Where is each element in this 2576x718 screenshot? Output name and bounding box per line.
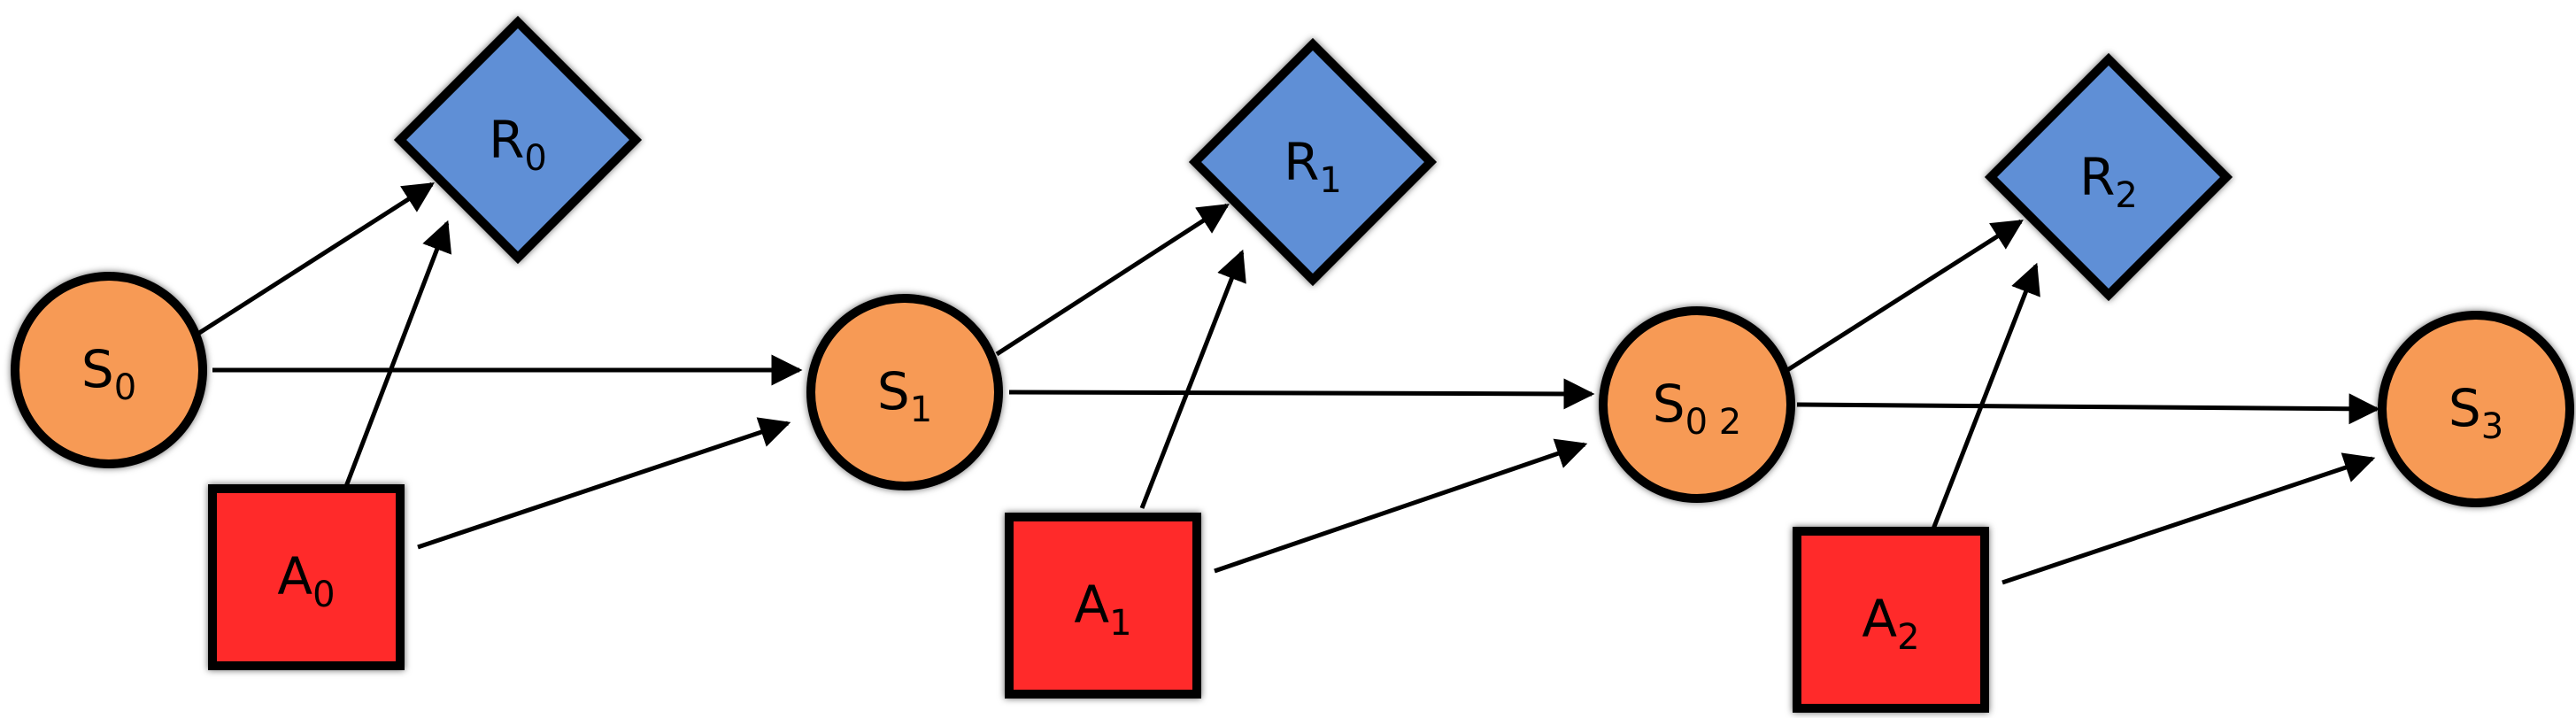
reward-node-r0: R0 <box>393 15 643 265</box>
svg-text:A0: A0 <box>277 546 335 615</box>
edges <box>195 181 2380 585</box>
node-a0-base: A <box>277 546 312 606</box>
node-s3-sub: 3 <box>2481 406 2503 447</box>
node-s0-sub: 0 <box>114 367 136 408</box>
node-s1-sub: 1 <box>910 390 932 430</box>
state-circle <box>806 294 1003 490</box>
state-node-s3: S3 <box>2378 311 2574 507</box>
state-node-s0: S0 <box>11 272 207 468</box>
reward-diamond <box>393 15 643 265</box>
svg-text:A2: A2 <box>1862 589 1919 658</box>
action-square <box>1793 527 1989 713</box>
action-node-a2: A2 <box>1793 527 1989 713</box>
node-r2-sub: 2 <box>2115 175 2137 216</box>
edge-a2-r2 <box>1930 262 2040 532</box>
node-r0-sub: 0 <box>524 138 546 179</box>
node-a2-base: A <box>1862 589 1897 649</box>
node-s2-base: S <box>1653 374 1685 434</box>
svg-text:S1: S1 <box>877 361 932 430</box>
state-node-s1: S1 <box>806 294 1003 490</box>
state-circle <box>1599 306 1795 503</box>
node-a2-sub: 2 <box>1897 617 1919 658</box>
reward-diamond <box>1984 52 2233 302</box>
svg-text:R1: R1 <box>1284 132 1342 201</box>
svg-text:S3: S3 <box>2449 378 2503 447</box>
node-a1-sub: 1 <box>1109 603 1131 644</box>
action-square <box>208 484 405 670</box>
svg-text:S0 2: S0 2 <box>1653 374 1741 443</box>
edge-s1-s2 <box>1008 378 1595 410</box>
node-r0-base: R <box>489 110 524 170</box>
edge-s1-r1 <box>995 203 1230 357</box>
node-r2-base: R <box>2079 147 2115 207</box>
edge-a2-s3 <box>2001 452 2376 585</box>
edge-a0-r0 <box>343 220 452 490</box>
action-node-a0: A0 <box>208 484 405 670</box>
state-node-s2: S0 2 <box>1599 306 1795 503</box>
node-s0-base: S <box>81 339 114 399</box>
node-a0-sub: 0 <box>312 575 335 615</box>
svg-text:A1: A1 <box>1074 575 1131 644</box>
svg-text:R0: R0 <box>489 110 547 179</box>
edge-s2-s3 <box>1796 393 2380 425</box>
svg-text:S0: S0 <box>81 339 136 408</box>
node-s1-base: S <box>877 361 910 421</box>
node-r1-base: R <box>1284 132 1319 192</box>
reward-node-r1: R1 <box>1188 37 1438 287</box>
edge-a1-r1 <box>1139 249 1246 509</box>
state-circle <box>11 272 207 468</box>
edge-a1-s2 <box>1214 438 1588 574</box>
reward-diamond <box>1188 37 1438 287</box>
state-circle <box>2378 311 2574 507</box>
svg-text:R2: R2 <box>2079 147 2138 216</box>
node-a1-base: A <box>1074 575 1109 635</box>
node-r1-sub: 1 <box>1319 160 1341 201</box>
edge-a0-s1 <box>417 417 791 550</box>
edge-s2-r2 <box>1783 219 2024 374</box>
action-node-a1: A1 <box>1005 513 1201 699</box>
action-square <box>1005 513 1201 699</box>
edge-s0-r0 <box>195 181 435 337</box>
node-s3-base: S <box>2449 378 2481 438</box>
node-s2-sub: 0 2 <box>1685 402 1742 443</box>
reward-node-r2: R2 <box>1984 52 2233 302</box>
